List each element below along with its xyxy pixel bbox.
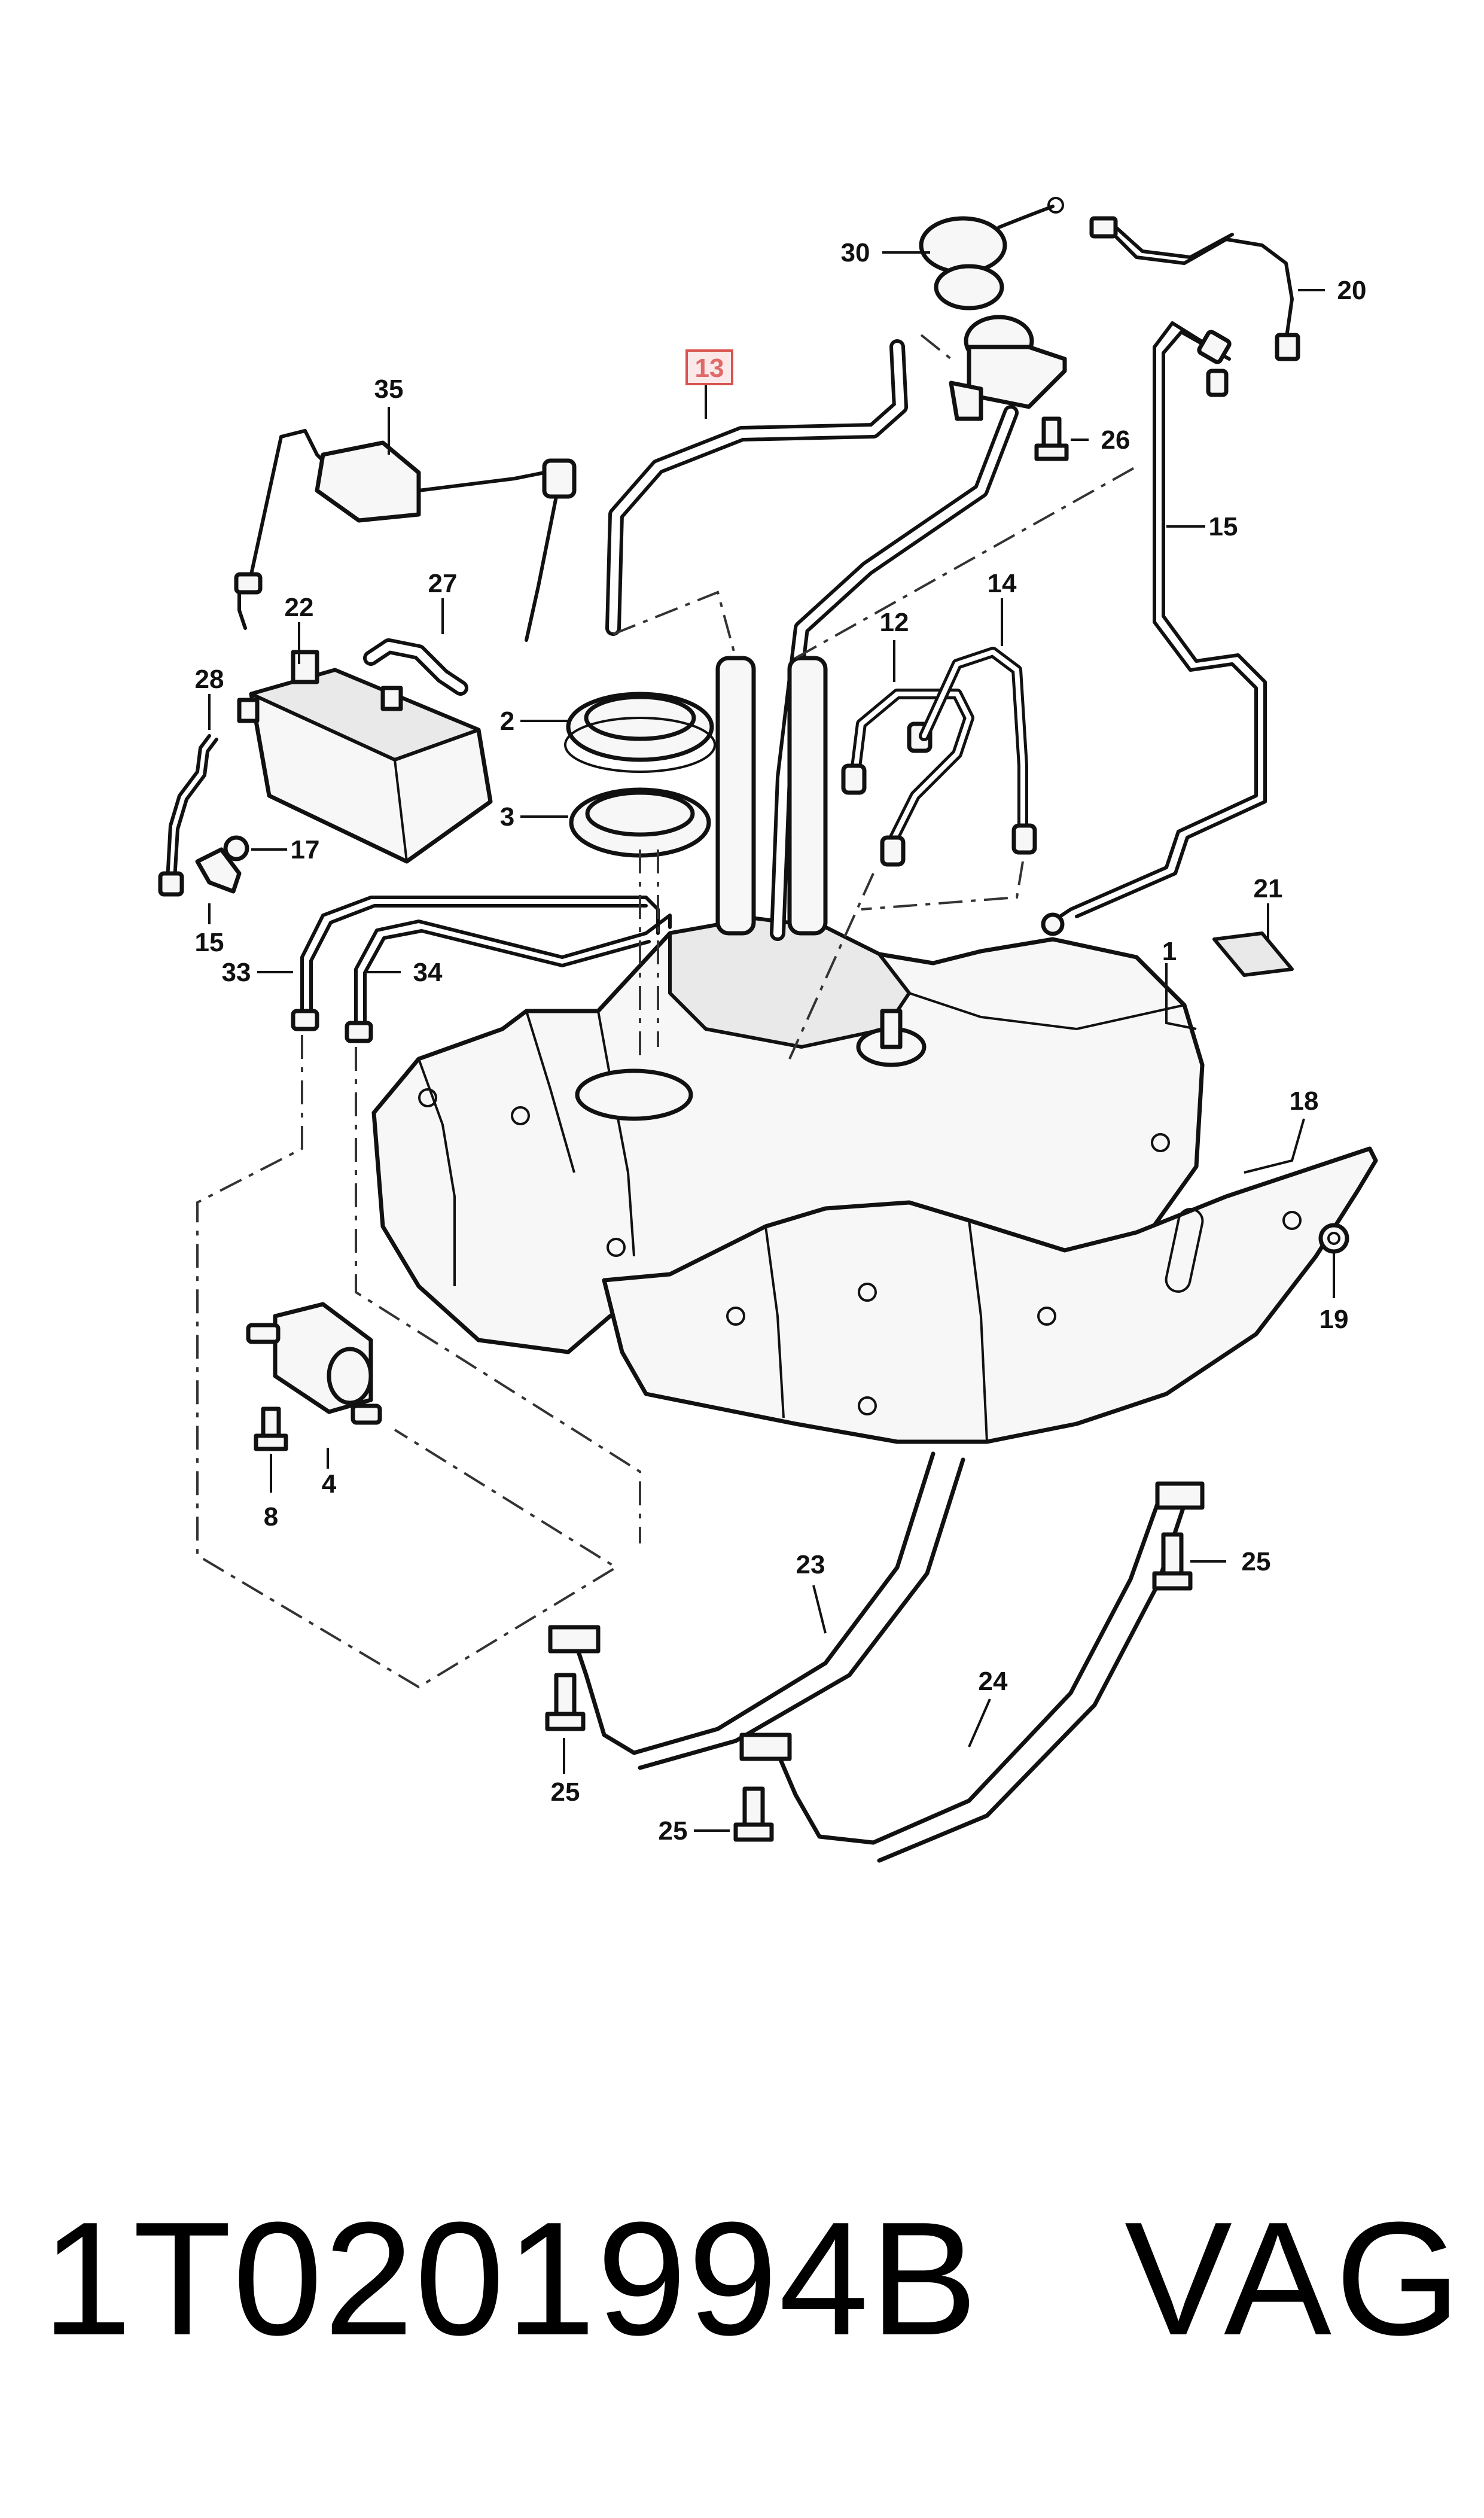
callout-4[interactable]: 4: [322, 1469, 337, 1499]
callout-12[interactable]: 12: [880, 608, 909, 637]
filler-pipe[interactable]: [770, 405, 1019, 941]
callout-27[interactable]: 27: [428, 569, 458, 598]
pipe-34[interactable]: [345, 914, 672, 1043]
hose-27[interactable]: [363, 638, 468, 696]
label-plate-21[interactable]: [1212, 931, 1294, 977]
callout-13[interactable]: 13: [695, 354, 724, 383]
callout-1[interactable]: 1: [1162, 937, 1177, 966]
fuel-filter-4[interactable]: [246, 1302, 382, 1425]
callout-21[interactable]: 21: [1254, 874, 1283, 903]
part-number-footer: 1T0201994B VAG: [42, 2190, 1465, 2381]
filler-neck-housing[interactable]: [949, 315, 1067, 421]
callout-17[interactable]: 17: [291, 835, 320, 864]
pipe-28[interactable]: [158, 734, 218, 897]
tank-strap-23[interactable]: [548, 1451, 965, 1770]
callout-30[interactable]: 30: [841, 238, 870, 267]
connector-15-left[interactable]: [195, 847, 242, 894]
wiring-harness-20[interactable]: [1089, 216, 1300, 361]
vent-line-15-right[interactable]: [1041, 321, 1267, 936]
cap-17[interactable]: [223, 835, 249, 861]
bolt-26[interactable]: [1034, 416, 1069, 461]
callout-19[interactable]: 19: [1320, 1305, 1349, 1334]
callout-22[interactable]: 22: [285, 593, 314, 622]
tank-vent-tube-left[interactable]: [715, 656, 756, 936]
filler-cap-30[interactable]: [919, 197, 1064, 310]
callout-8[interactable]: 8: [264, 1502, 278, 1531]
seal-3[interactable]: [569, 787, 711, 858]
callout-34[interactable]: 34: [413, 958, 443, 987]
callout-25-left[interactable]: 25: [551, 1777, 580, 1807]
bolt-25-c[interactable]: [733, 1786, 774, 1842]
callout-25-right[interactable]: 25: [1242, 1547, 1271, 1576]
callout-23[interactable]: 23: [796, 1550, 825, 1579]
vent-hose-13[interactable]: [605, 339, 908, 636]
heat-shield[interactable]: [602, 1146, 1378, 1444]
callout-24[interactable]: 24: [979, 1667, 1008, 1696]
callout-3[interactable]: 3: [500, 802, 514, 832]
callout-20[interactable]: 20: [1337, 276, 1367, 305]
carbon-canister-22[interactable]: [237, 650, 493, 864]
callout-13-highlight: [685, 349, 733, 385]
callout-14[interactable]: 14: [988, 569, 1017, 598]
brand-name: VAG: [1125, 2189, 1465, 2369]
callout-33[interactable]: 33: [222, 958, 251, 987]
callout-15-left[interactable]: 15: [195, 928, 224, 957]
fuel-line-12[interactable]: [841, 689, 974, 867]
bolt-25-a[interactable]: [1152, 1532, 1193, 1591]
bolt-8[interactable]: [254, 1406, 288, 1451]
lock-ring-2[interactable]: [564, 692, 716, 773]
valve-35[interactable]: [234, 429, 577, 642]
callout-18[interactable]: 18: [1290, 1086, 1319, 1116]
tank-vent-tube-right[interactable]: [787, 656, 828, 936]
bolt-25-b[interactable]: [545, 1673, 586, 1731]
callout-15-right[interactable]: 15: [1209, 512, 1238, 541]
callout-2[interactable]: 2: [500, 707, 514, 736]
callout-35[interactable]: 35: [374, 374, 404, 404]
callout-labels: 1 2 3 4 8 12 13 14 15 15 17 18 19 20 21 …: [195, 238, 1367, 1846]
callout-26[interactable]: 26: [1101, 425, 1130, 455]
callout-25-bottom[interactable]: 25: [659, 1816, 688, 1846]
assembly-lines: [196, 334, 1137, 1689]
fuel-line-14[interactable]: [919, 647, 1037, 855]
part-number: 1T0201994B: [42, 2189, 979, 2369]
clip-19[interactable]: [1318, 1223, 1349, 1254]
leader-lines: [208, 251, 1335, 1832]
callout-28[interactable]: 28: [195, 665, 224, 694]
